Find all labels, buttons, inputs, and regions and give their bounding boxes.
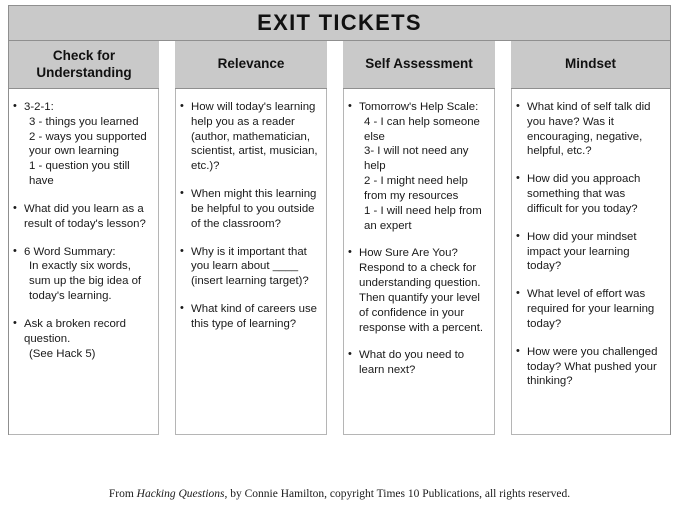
table-title-band: EXIT TICKETS xyxy=(9,6,670,41)
bullet-text: Why is it important that you learn about… xyxy=(191,245,309,288)
bullet-text: 6 Word Summary: xyxy=(24,245,116,258)
bullet-text: How will today's learning help you as a … xyxy=(191,101,318,173)
bullet-item: Tomorrow's Help Scale: 4 - I can help som… xyxy=(348,99,487,233)
header-divider-2 xyxy=(327,41,343,89)
bullet-subline: 3 - things you learned xyxy=(29,115,139,128)
bullet-text: When might this learning be helpful to y… xyxy=(191,188,317,230)
bullet-item: 3-2-1: 3 - things you learned 2 - ways you… xyxy=(13,99,151,189)
bullet-text: Ask a broken record question. xyxy=(24,317,126,345)
exit-tickets-table-frame: EXIT TICKETS Check for Understanding Rel… xyxy=(8,5,671,435)
bullet-list-mindset: What kind of self talk did you have? Was… xyxy=(516,99,663,389)
header-divider-3 xyxy=(495,41,511,89)
bullet-item: What kind of careers use this type of le… xyxy=(180,301,319,332)
bullet-text: How were you challenged today? What push… xyxy=(527,345,658,388)
attribution-book-title: Hacking Questions xyxy=(136,488,225,500)
bullet-text: What did you learn as a result of today'… xyxy=(24,202,146,230)
bullet-item: How did your mindset impact your learnin… xyxy=(516,229,663,274)
attribution-suffix: , by Connie Hamilton, copyright Times 10… xyxy=(224,488,571,500)
bullet-subline: In exactly six words, sum up the big ide… xyxy=(29,260,142,303)
bullet-text: How Sure Are You? Respond to a check for… xyxy=(359,247,484,334)
header-divider-1 xyxy=(159,41,175,89)
page-title: EXIT TICKETS xyxy=(257,10,422,35)
bullet-text: What kind of careers use this type of le… xyxy=(191,303,317,330)
bullet-item: What do you need to learn next? xyxy=(348,347,487,378)
bullet-item: Ask a broken record question. (See Hack 5… xyxy=(13,316,151,361)
bullet-list-self-assessment: Tomorrow's Help Scale: 4 - I can help som… xyxy=(348,99,487,378)
bullet-text: What do you need to learn next? xyxy=(359,349,465,377)
column-body-check-for-understanding: 3-2-1: 3 - things you learned 2 - ways you… xyxy=(9,89,159,435)
bullet-subline: 4 - I can help someone else xyxy=(364,115,480,143)
bullet-item: Why is it important that you learn about… xyxy=(180,244,319,289)
bullet-subline: 3- I will not need any help xyxy=(364,145,469,173)
bullet-item: What kind of self talk did you have? Was… xyxy=(516,99,663,159)
attribution-prefix: From xyxy=(108,488,137,500)
column-header-check-for-understanding: Check for Understanding xyxy=(9,41,159,89)
bullet-text: How did you approach something that was … xyxy=(527,173,641,215)
column-bodies-row: 3-2-1: 3 - things you learned 2 - ways you… xyxy=(9,89,670,435)
bullet-item: How will today's learning help you as a … xyxy=(180,99,319,174)
column-header-mindset: Mindset xyxy=(511,41,670,89)
column-header-self-assessment: Self Assessment xyxy=(343,41,495,89)
column-body-relevance: How will today's learning help you as a … xyxy=(175,89,327,435)
bullet-item: What did you learn as a result of today'… xyxy=(13,201,151,232)
bullet-item: When might this learning be helpful to y… xyxy=(180,186,319,231)
source-attribution: From Hacking Questions, by Connie Hamilt… xyxy=(0,488,679,500)
column-header-relevance: Relevance xyxy=(175,41,327,89)
bullet-subline: (See Hack 5) xyxy=(29,347,96,360)
body-divider-1 xyxy=(159,89,175,435)
column-headers-row: Check for Understanding Relevance Self A… xyxy=(9,41,670,89)
bullet-subline: 2 - ways you supported your own learning xyxy=(29,130,147,158)
bullet-item: How were you challenged today? What push… xyxy=(516,344,663,389)
column-body-mindset: What kind of self talk did you have? Was… xyxy=(511,89,670,435)
bullet-subline: 1 - question you still have xyxy=(29,160,130,188)
bullet-list-check-for-understanding: 3-2-1: 3 - things you learned 2 - ways you… xyxy=(13,99,151,361)
column-body-self-assessment: Tomorrow's Help Scale: 4 - I can help som… xyxy=(343,89,495,435)
bullet-subline: 2 - I might need help from my resources xyxy=(364,175,468,202)
bullet-item: 6 Word Summary: In exactly six words, sum… xyxy=(13,244,151,304)
bullet-subline: 1 - I will need help from an expert xyxy=(364,204,482,232)
bullet-item: How did you approach something that was … xyxy=(516,171,663,216)
bullet-text: What kind of self talk did you have? Was… xyxy=(527,101,651,158)
bullet-text: How did your mindset impact your learnin… xyxy=(527,230,637,273)
bullet-text: Tomorrow's Help Scale: xyxy=(359,101,479,113)
bullet-item: How Sure Are You? Respond to a check for… xyxy=(348,245,487,335)
bullet-item: What level of effort was required for yo… xyxy=(516,286,663,331)
bullet-list-relevance: How will today's learning help you as a … xyxy=(180,99,319,332)
bullet-text: What level of effort was required for yo… xyxy=(527,288,655,330)
body-divider-3 xyxy=(495,89,511,435)
bullet-text: 3-2-1: xyxy=(24,101,54,113)
body-divider-2 xyxy=(327,89,343,435)
